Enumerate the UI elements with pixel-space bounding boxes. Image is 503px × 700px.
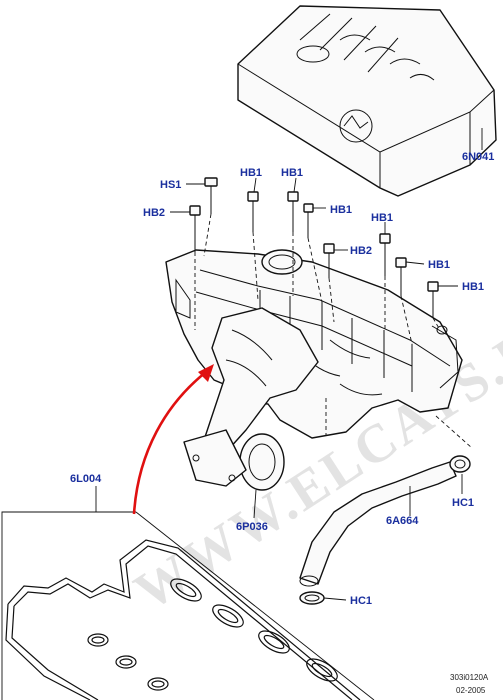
reference-date: 02-2005 — [456, 686, 486, 695]
label-hb1-a: HB1 — [240, 167, 262, 179]
bolt-hb1-a — [247, 191, 259, 232]
label-hb1-b: HB1 — [281, 167, 303, 179]
label-hb1-f: HB1 — [462, 281, 484, 293]
bolt-hs1 — [204, 177, 218, 214]
label-hb2-right: HB2 — [350, 245, 372, 257]
bolt-hb1-f — [427, 281, 439, 318]
label-hb2-left: HB2 — [143, 207, 165, 219]
coolant-hose — [299, 461, 457, 587]
label-gasket: 6L004 — [70, 473, 102, 485]
label-cover: 6N041 — [462, 151, 494, 163]
bolt-hb1-d — [379, 233, 391, 276]
intake-manifold-assembly — [165, 249, 463, 491]
label-hose: 6A664 — [386, 515, 419, 527]
gasket-frame — [1, 511, 375, 700]
bolt-hb1-e — [395, 257, 407, 296]
label-clip-lower: HC1 — [350, 595, 372, 607]
valve-cover-gasket — [5, 539, 361, 700]
bolt-hb2-left — [189, 205, 201, 252]
bolt-hb1-b — [287, 191, 299, 232]
hose-clip-upper — [449, 455, 471, 473]
label-manifold: 6P036 — [236, 521, 268, 533]
leader-lines — [95, 128, 483, 601]
label-clip-upper: HC1 — [452, 497, 474, 509]
bolt-hb2-right — [323, 243, 335, 278]
label-hb1-d: HB1 — [371, 212, 393, 224]
bolt-hb1-c — [303, 203, 314, 238]
assembly-direction-arrow — [132, 364, 214, 515]
reference-code: 303i0120A — [450, 673, 489, 682]
label-hb1-e: HB1 — [428, 259, 450, 271]
label-hb1-c: HB1 — [330, 204, 352, 216]
engine-cover — [237, 5, 497, 197]
label-hs1: HS1 — [160, 179, 181, 191]
hose-clip-lower — [299, 591, 325, 605]
